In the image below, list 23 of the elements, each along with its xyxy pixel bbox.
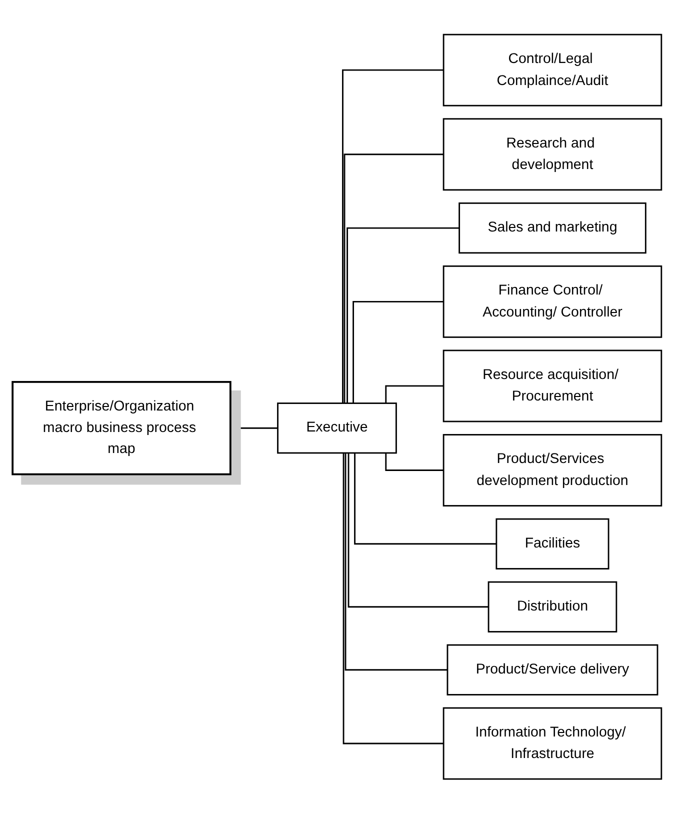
node-box: Resource acquisition/ Procurement bbox=[442, 349, 662, 422]
connector bbox=[230, 427, 278, 429]
node-box: Information Technology/ Infrastructure bbox=[442, 706, 662, 780]
node-box: Facilities bbox=[496, 518, 610, 570]
connector bbox=[342, 69, 444, 403]
node-box: Sales and marketing bbox=[458, 202, 646, 254]
connector bbox=[346, 227, 460, 403]
connector bbox=[344, 452, 448, 670]
node-box: Distribution bbox=[488, 581, 618, 632]
node-box: Research and development bbox=[442, 118, 662, 190]
node-box: Product/Service delivery bbox=[446, 644, 658, 696]
connector bbox=[342, 452, 444, 744]
connector bbox=[352, 300, 444, 403]
connector bbox=[348, 452, 489, 608]
node-box: Product/Services development production bbox=[442, 434, 662, 506]
node-box: Control/Legal Complaince/Audit bbox=[442, 34, 662, 106]
connector bbox=[385, 384, 444, 403]
connector bbox=[354, 452, 496, 544]
node-box: Finance Control/ Accounting/ Controller bbox=[442, 265, 662, 338]
connector bbox=[344, 153, 444, 403]
node-box: Enterprise/Organization macro business process map bbox=[12, 380, 232, 475]
connector bbox=[385, 452, 444, 471]
node-box: Executive bbox=[277, 402, 397, 454]
